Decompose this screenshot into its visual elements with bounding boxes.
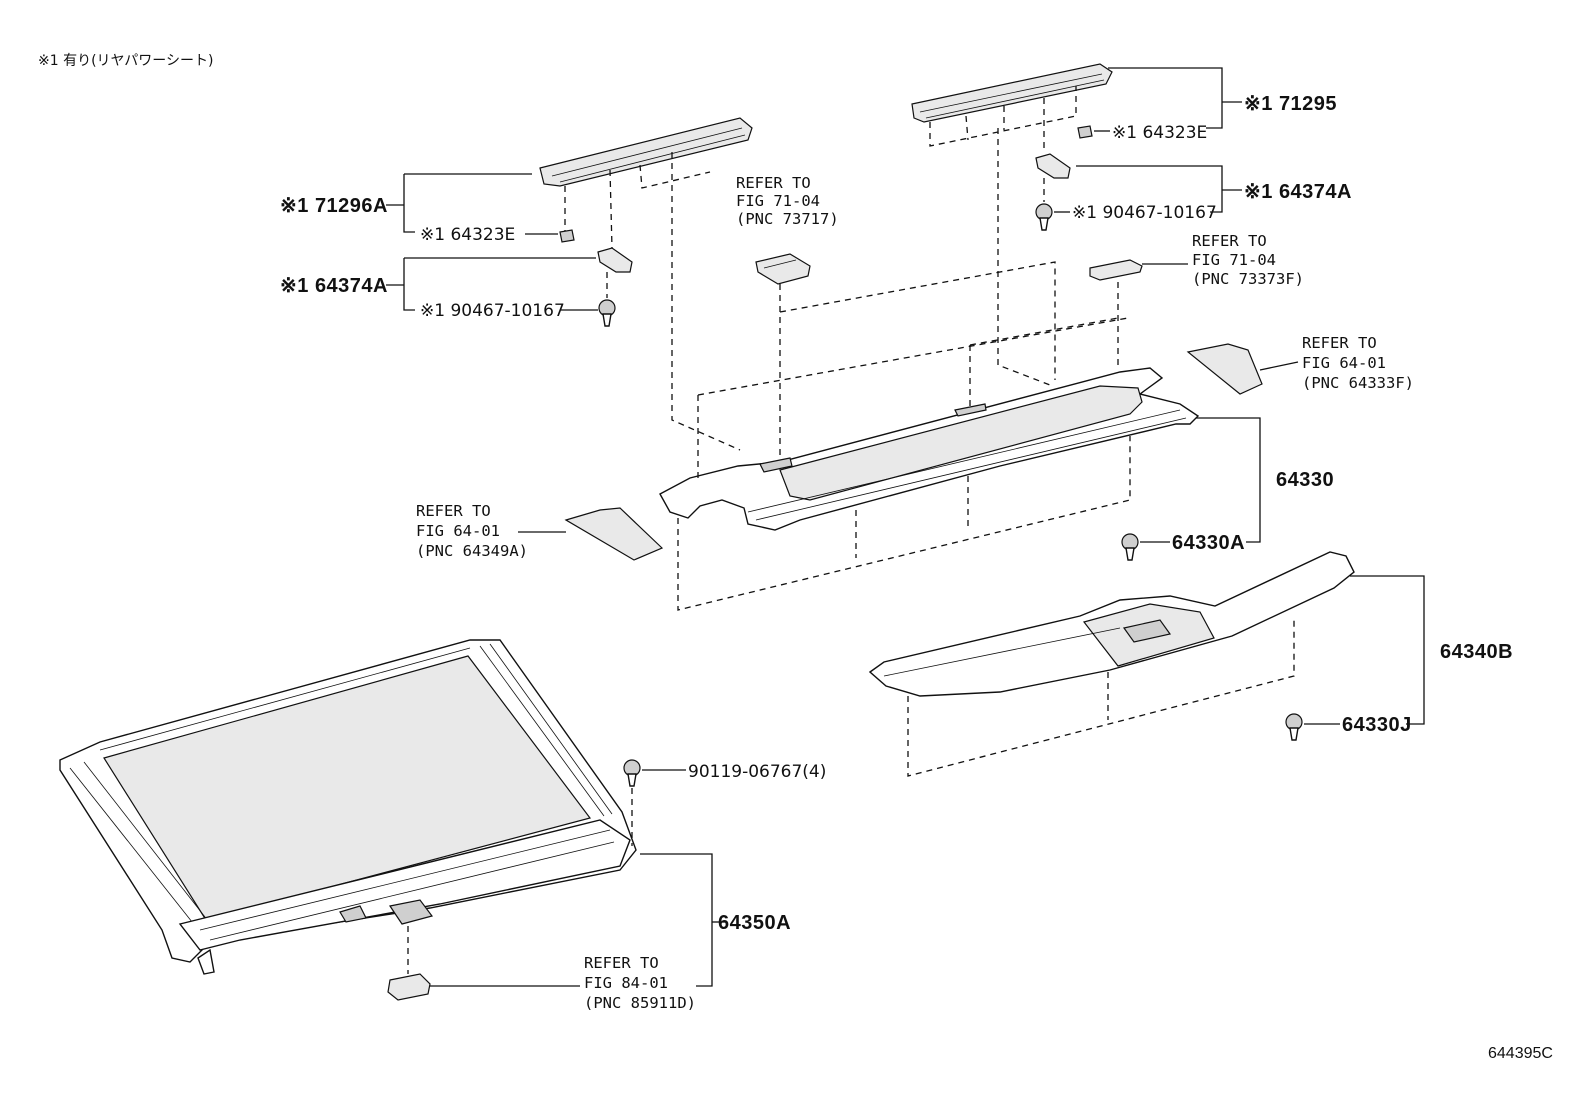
- label-64350A: 64350A: [718, 912, 791, 934]
- ref-part-73373F[interactable]: [1089, 259, 1143, 281]
- label-64330A: 64330A: [1172, 532, 1245, 554]
- panel-64330[interactable]: [659, 367, 1200, 531]
- svg-text:REFER TO: REFER TO: [1302, 334, 1377, 352]
- label-64323E-left: ※1 64323E: [420, 225, 515, 245]
- footnote-rear-power-seat: ※1 有り(リヤパワーシート): [38, 53, 213, 69]
- clip-64323E-left[interactable]: [559, 229, 575, 243]
- ref-64333F: REFER TO FIG 64-01 (PNC 64333F): [1302, 334, 1414, 392]
- figure-id: 644395C: [1488, 1045, 1553, 1062]
- svg-text:FIG 71-04: FIG 71-04: [1192, 251, 1276, 269]
- label-64340B: 64340B: [1440, 641, 1513, 663]
- label-64330J: 64330J: [1342, 714, 1412, 736]
- ref-part-85911D[interactable]: [387, 973, 431, 1001]
- screw-90119[interactable]: [623, 759, 641, 787]
- trim-strip-left[interactable]: [539, 117, 753, 187]
- trim-strip-right[interactable]: [911, 63, 1113, 123]
- label-64374A-left: ※1 64374A: [280, 275, 388, 297]
- svg-text:REFER TO: REFER TO: [736, 174, 811, 192]
- svg-text:FIG 64-01: FIG 64-01: [416, 522, 500, 540]
- svg-text:(PNC 64349A): (PNC 64349A): [416, 542, 528, 560]
- svg-text:FIG 84-01: FIG 84-01: [584, 974, 668, 992]
- ref-part-73717[interactable]: [755, 253, 811, 285]
- clip-64323E-right[interactable]: [1077, 125, 1093, 139]
- svg-text:REFER TO: REFER TO: [416, 502, 491, 520]
- ref-part-64349A[interactable]: [564, 507, 664, 561]
- ref-73717: REFER TO FIG 71-04 (PNC 73717): [736, 174, 839, 228]
- label-71295: ※1 71295: [1244, 93, 1337, 115]
- svg-text:(PNC 85911D): (PNC 85911D): [584, 994, 696, 1012]
- label-90119: 90119-06767(4): [688, 762, 826, 782]
- svg-text:(PNC 64333F): (PNC 64333F): [1302, 374, 1414, 392]
- label-90467-right: ※1 90467-10167: [1072, 203, 1217, 223]
- screw-90467-left[interactable]: [598, 299, 616, 327]
- label-90467-left: ※1 90467-10167: [420, 301, 565, 321]
- svg-text:REFER TO: REFER TO: [1192, 232, 1267, 250]
- bracket-64374A-right[interactable]: [1035, 153, 1071, 179]
- ref-64349A: REFER TO FIG 64-01 (PNC 64349A): [416, 502, 528, 560]
- ref-part-64333F[interactable]: [1186, 343, 1263, 395]
- clip-64330J[interactable]: [1285, 713, 1303, 741]
- svg-text:FIG 64-01: FIG 64-01: [1302, 354, 1386, 372]
- sunshade-assembly-64350A[interactable]: [59, 639, 637, 975]
- svg-text:FIG 71-04: FIG 71-04: [736, 192, 820, 210]
- panel-64340B[interactable]: [868, 551, 1355, 697]
- clip-64330A[interactable]: [1121, 533, 1139, 561]
- label-64323E-right: ※1 64323E: [1112, 123, 1207, 143]
- label-64374A-right: ※1 64374A: [1244, 181, 1352, 203]
- ref-85911D: REFER TO FIG 84-01 (PNC 85911D): [584, 954, 696, 1012]
- bracket-64374A-left[interactable]: [597, 247, 633, 273]
- label-64330: 64330: [1276, 469, 1334, 491]
- screw-90467-right[interactable]: [1035, 203, 1053, 231]
- svg-text:REFER TO: REFER TO: [584, 954, 659, 972]
- ref-73373F: REFER TO FIG 71-04 (PNC 73373F): [1192, 232, 1304, 288]
- label-71296A: ※1 71296A: [280, 195, 388, 217]
- svg-text:(PNC 73373F): (PNC 73373F): [1192, 270, 1304, 288]
- svg-text:(PNC 73717): (PNC 73717): [736, 210, 839, 228]
